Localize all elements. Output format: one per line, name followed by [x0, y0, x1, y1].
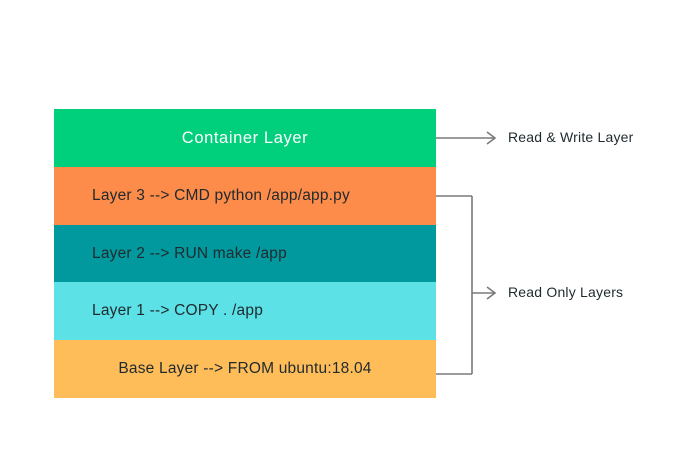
- read-write-label: Read & Write Layer: [508, 129, 634, 145]
- layer-3-label: Layer 3 --> CMD python /app/app.py: [92, 187, 350, 204]
- container-layer-label: Container Layer: [181, 128, 309, 147]
- base-layer-label: Base Layer --> FROM ubuntu:18.04: [118, 360, 372, 377]
- layer-1-label: Layer 1 --> COPY . /app: [92, 302, 264, 319]
- layer-2-label: Layer 2 --> RUN make /app: [92, 245, 287, 262]
- read-write-arrow-head: [486, 131, 497, 145]
- layer-1: Layer 1 --> COPY . /app: [54, 282, 436, 340]
- layer-2: Layer 2 --> RUN make /app: [54, 225, 436, 283]
- read-only-label: Read Only Layers: [508, 284, 624, 300]
- layer-3: Layer 3 --> CMD python /app/app.py: [54, 167, 436, 225]
- base-layer: Base Layer --> FROM ubuntu:18.04: [54, 340, 436, 398]
- read-only-arrow-head: [486, 286, 497, 300]
- layer-stack: Container Layer Layer 3 --> CMD python /…: [54, 109, 436, 398]
- container-layer: Container Layer: [54, 109, 436, 167]
